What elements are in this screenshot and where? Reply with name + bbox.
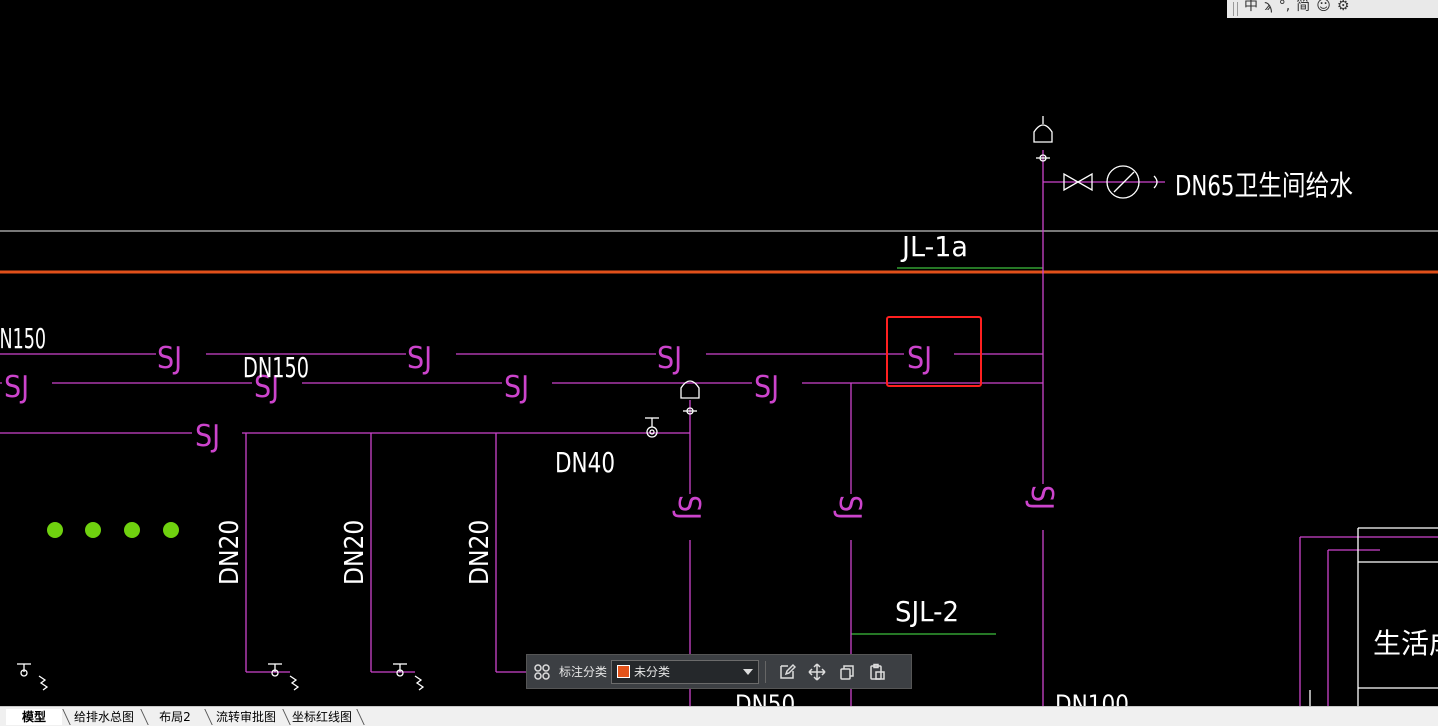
gate-valve-symbol <box>1063 172 1093 192</box>
tab-label: 布局2 <box>159 710 191 724</box>
ime-emoji-icon[interactable]: ☺ <box>1316 0 1331 14</box>
air-vent-symbol <box>1033 116 1053 162</box>
ime-half-width-icon[interactable]: ϡ <box>1264 0 1273 14</box>
sj-label-vertical: SJ <box>832 495 867 520</box>
sj-label: SJ <box>157 341 182 376</box>
dn20-label: DN20 <box>340 520 370 585</box>
sj-label-selected: SJ <box>907 341 932 376</box>
dn50-label: DN50 <box>735 690 795 706</box>
tab-label: 模型 <box>21 710 46 724</box>
drawing-svg: SJ SJ SJ SJ SJ SJ SJ SJ SJ SJ SJ SJ DN15… <box>0 116 1438 706</box>
tab-label: 流转审批图 <box>215 710 276 724</box>
category-label: 标注分类 <box>559 665 608 679</box>
ime-chinese-mode[interactable]: 中 <box>1244 0 1258 14</box>
paste-icon[interactable] <box>862 657 892 687</box>
room-label: 生活成 <box>1373 627 1438 660</box>
ime-simplified-mode[interactable]: 简 <box>1296 0 1311 14</box>
tab-approval[interactable]: 流转审批图 <box>210 709 291 725</box>
chevron-down-icon <box>743 668 754 675</box>
tab-label: 给排水总图 <box>73 710 134 724</box>
category-color-swatch <box>617 665 631 678</box>
sj-label-vertical: SJ <box>1024 485 1059 510</box>
copy-icon[interactable] <box>832 657 862 687</box>
tab-label: 坐标红线图 <box>291 710 352 724</box>
dn40-label: DN40 <box>555 446 615 479</box>
branch-label-dn65: DN65卫生间给水 <box>1175 169 1353 202</box>
faucet-symbols <box>17 663 425 691</box>
tab-layout2[interactable]: 布局2 <box>146 709 213 725</box>
green-marker-dots <box>47 522 179 538</box>
category-dropdown[interactable]: 未分类 <box>611 659 760 684</box>
sj-label: SJ <box>754 370 779 405</box>
room-outline <box>1309 527 1438 706</box>
tab-model[interactable]: 模型 <box>6 709 71 725</box>
ime-drag-handle[interactable] <box>1233 2 1238 16</box>
sj-label: SJ <box>254 370 279 405</box>
layout-tab-bar: 模型 给排水总图 布局2 流转审批图 坐标红线图 <box>0 706 1438 726</box>
sj-label: SJ <box>504 370 529 405</box>
dn20-label: DN20 <box>465 520 495 585</box>
tab-coordinate-redline[interactable]: 坐标红线图 <box>288 709 365 725</box>
edit-icon[interactable] <box>772 657 802 687</box>
cad-drawing-canvas[interactable]: SJ SJ SJ SJ SJ SJ SJ SJ SJ SJ SJ SJ DN15… <box>0 0 1438 706</box>
dn100-label: DN100 <box>1055 690 1129 706</box>
ime-toolbar[interactable]: 中 ϡ °, 简 ☺ ⚙ <box>1227 0 1438 18</box>
sj-label: SJ <box>657 341 682 376</box>
annotation-toolbar: 标注分类 未分类 <box>526 654 912 689</box>
valve-symbol-dn40 <box>645 417 659 438</box>
toolbar-divider <box>765 660 767 683</box>
category-value: 未分类 <box>634 665 671 679</box>
tab-drainage-general[interactable]: 给排水总图 <box>68 709 149 725</box>
dn150-label: DN150 <box>0 322 46 355</box>
grid-apps-icon[interactable] <box>527 657 557 687</box>
sj-label: SJ <box>195 419 220 454</box>
air-vent-symbol-2 <box>680 380 700 415</box>
sj-label: SJ <box>4 370 29 405</box>
move-icon[interactable] <box>802 657 832 687</box>
dn150-label: DN150 <box>243 351 309 384</box>
sj-label-vertical: SJ <box>671 495 706 520</box>
ime-punctuation-icon[interactable]: °, <box>1278 0 1291 14</box>
sj-label: SJ <box>407 341 432 376</box>
ime-settings-icon[interactable]: ⚙ <box>1336 0 1350 14</box>
sj-labels: SJ SJ SJ SJ SJ SJ SJ SJ SJ SJ SJ SJ <box>2 340 1059 540</box>
riser-label-sjl2: SJL-2 <box>895 595 959 628</box>
pressure-gauge-symbol <box>1106 165 1158 199</box>
dn20-label: DN20 <box>215 520 245 585</box>
dimension-labels: DN150 DN150 DN40 DN20 DN20 DN20 DN50 DN1… <box>0 169 1438 706</box>
riser-label-jl1a: JL-1a <box>900 230 968 263</box>
selected-label-highlight[interactable] <box>886 316 982 387</box>
